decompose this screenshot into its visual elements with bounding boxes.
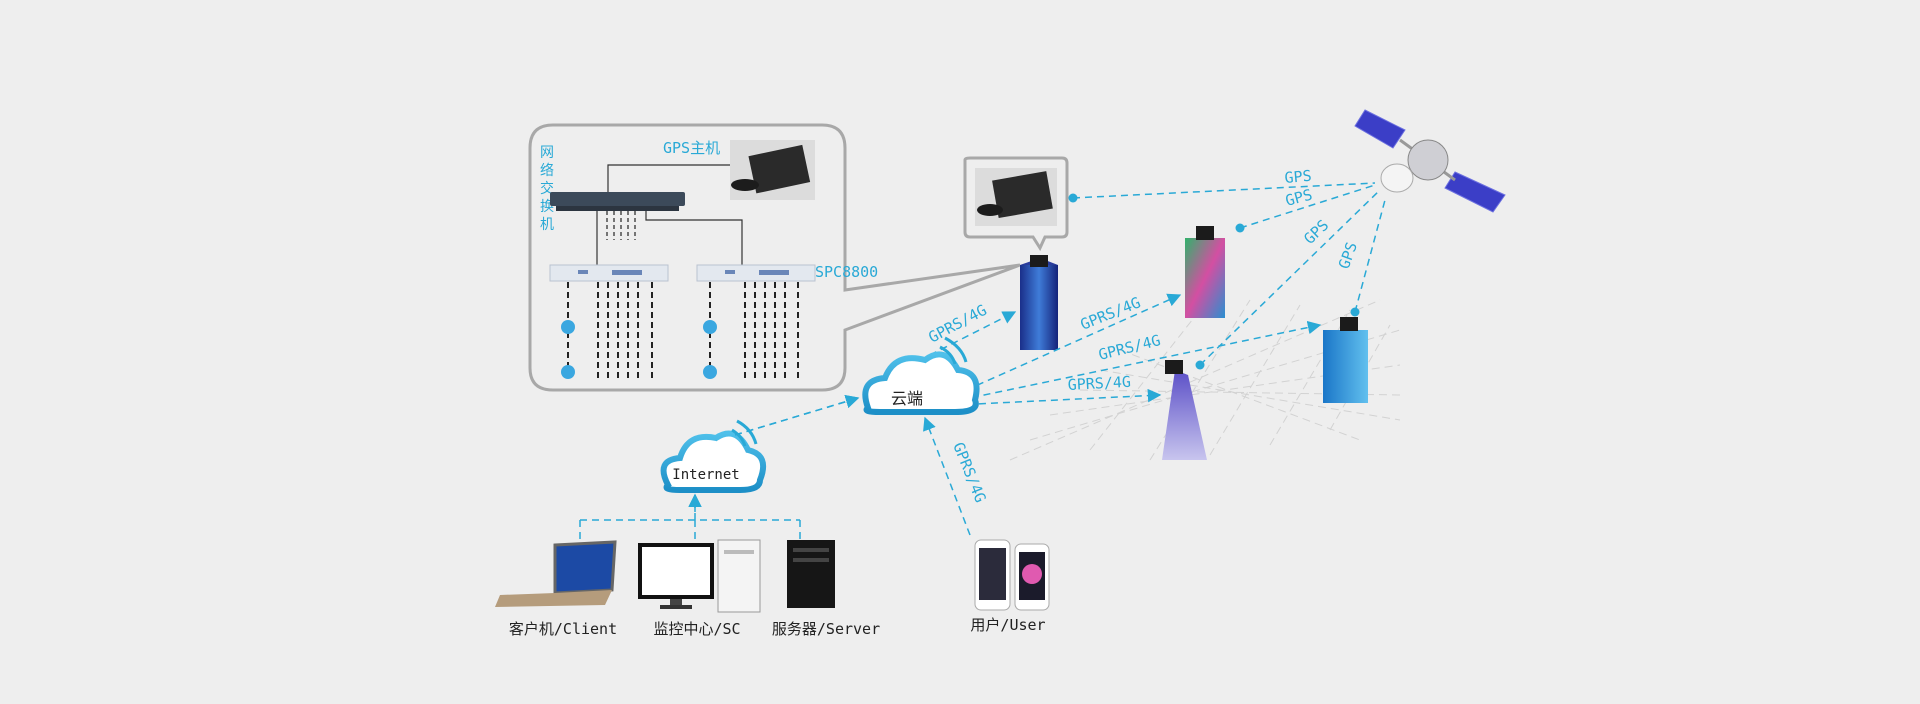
switch-label: 网 络 交 换 机 [540,145,554,233]
client-label: 客户机/Client [509,620,617,638]
svg-text:络: 络 [540,163,554,179]
laptop-icon [495,540,617,607]
cloud-icon [862,336,980,415]
gps-link-label: GPS [1284,167,1313,187]
monitor-center-icon [638,539,761,613]
server-icon [787,540,835,608]
controller-spc-2-icon [696,264,816,282]
gps-host-label: GPS主机 [663,139,720,157]
lan-links [579,493,801,540]
building-1-icon [1020,255,1058,350]
gps-link-label: GPS [1300,216,1332,248]
svg-text:机: 机 [540,217,554,233]
building-2-icon [1185,226,1225,318]
gps-link-label: GPS [1335,240,1361,272]
detail-panel: 网 络 交 换 机 GPS主机 [528,123,1021,392]
user-label: 用户/User [970,616,1045,634]
building-3-icon [1162,360,1207,460]
spc-label: SPC8800 [815,263,878,281]
network-switch-icon [550,192,685,211]
server-label: 服务器/Server [772,620,880,638]
phone-icon [974,539,1050,611]
building-4-icon [1323,317,1368,403]
monitor-label: 监控中心/SC [653,620,740,638]
sensor-icon [561,320,717,379]
gps-host-device-icon [730,140,815,200]
cloud-label: 云端 [891,389,923,408]
building-gps-callout [963,156,1069,252]
controller-spc-1-icon [549,264,669,282]
gprs-link-label: GPRS/4G [1067,373,1131,394]
gprs-link-label: GPRS/4G [1097,331,1163,364]
gps-links [1072,182,1386,366]
internet-label: Internet [672,467,739,483]
gprs-link-label: GPRS/4G [1078,293,1143,333]
svg-text:网: 网 [540,145,554,161]
satellite-icon [1354,109,1506,213]
gprs-link-label: GPRS/4G [925,301,989,347]
